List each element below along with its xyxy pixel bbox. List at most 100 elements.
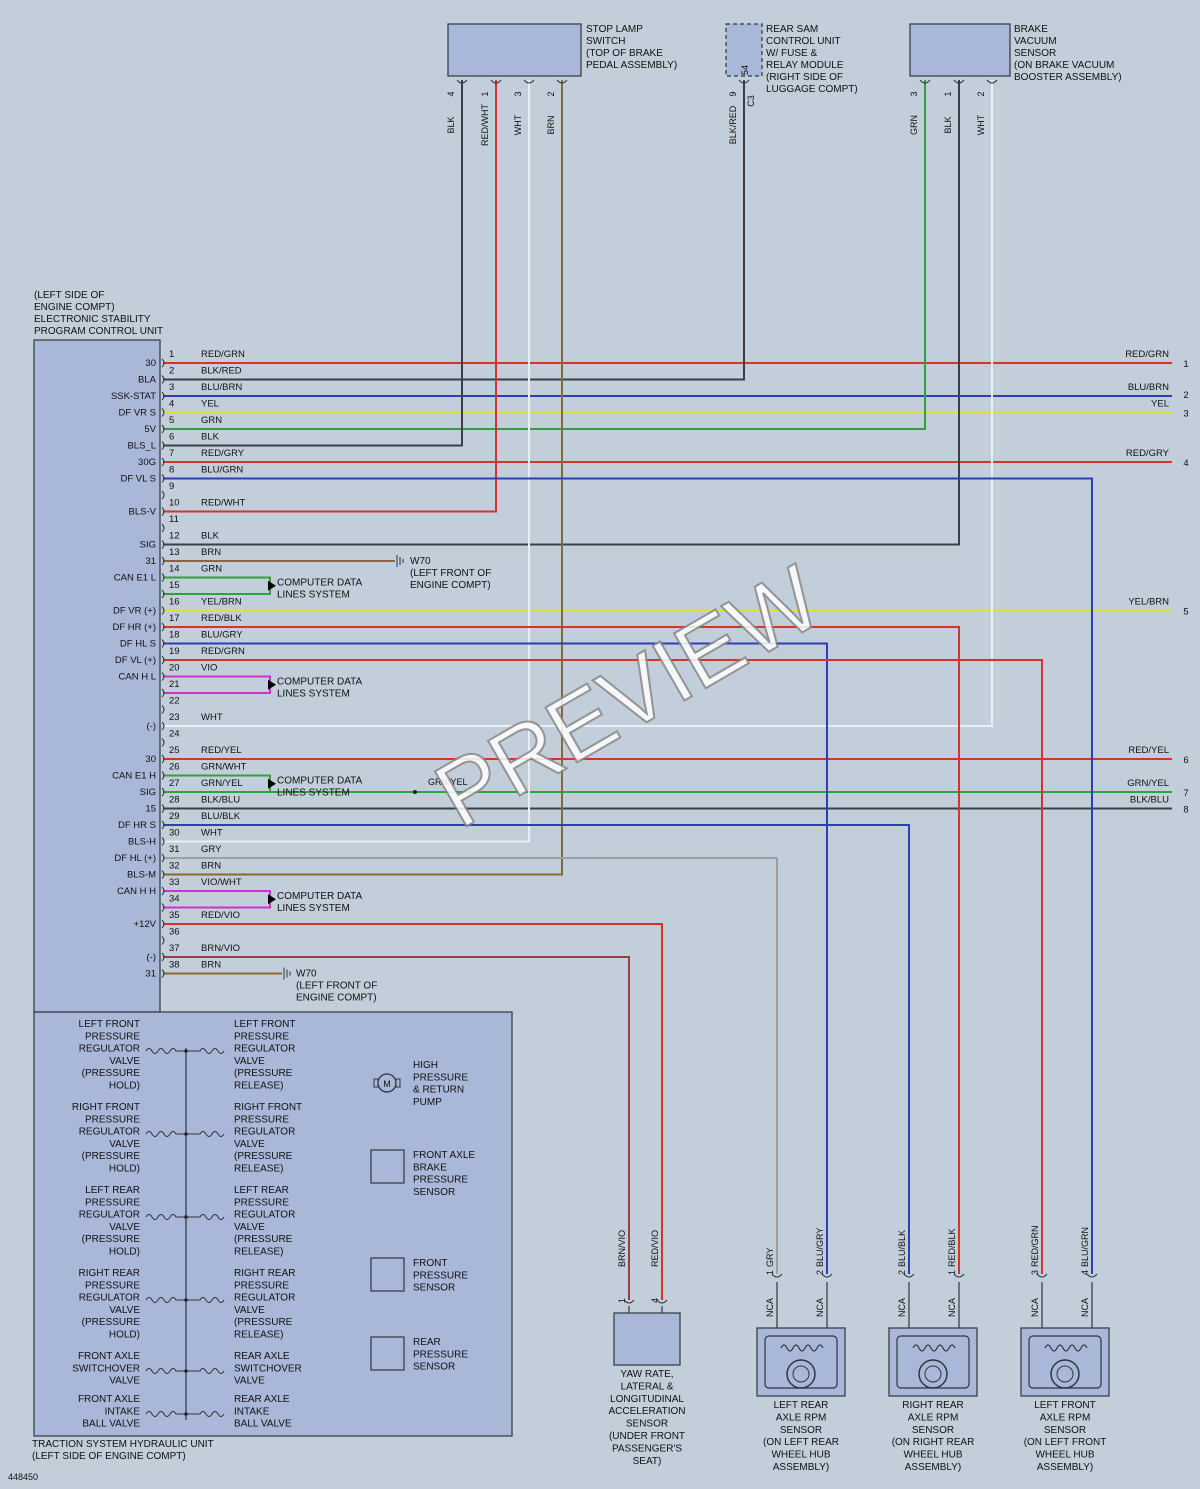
data-line-label: COMPUTER DATA xyxy=(277,677,363,688)
valve-right-label: REGULATOR xyxy=(234,1044,295,1055)
ecu-pin-function: 30G xyxy=(138,457,156,468)
connector-terminal-icon xyxy=(953,79,965,84)
stop-lamp-switch-label: SWITCH xyxy=(586,36,625,47)
right-edge-connector-number: 5 xyxy=(1183,607,1188,618)
rpm-sensor-label: WHEEL HUB xyxy=(1035,1450,1094,1461)
rear-sam-label: W/ FUSE & xyxy=(766,48,817,59)
bottom-wire-color-label: RED/VIO xyxy=(650,1230,660,1267)
ecu-pin-function: CAN E1 H xyxy=(112,771,156,782)
valve-left-label: (PRESSURE xyxy=(82,1234,141,1245)
esp-control-unit-label: PROGRAM CONTROL UNIT xyxy=(34,326,163,337)
ecu-wire-color-label: BLK/RED xyxy=(201,366,242,377)
data-line-arrow-icon xyxy=(268,894,276,905)
ecu-pin-terminal-icon xyxy=(161,919,165,929)
valve-right-label: REGULATOR xyxy=(234,1293,295,1304)
ecu-pin-terminal-icon xyxy=(161,870,165,879)
rpm-sensor-label: RIGHT REAR xyxy=(902,1400,964,1411)
valve-right-label: VALVE xyxy=(234,1376,265,1387)
valve-right-label: VALVE xyxy=(234,1305,265,1316)
valve-left-label: HOLD) xyxy=(109,1081,140,1092)
valve-left-label: VALVE xyxy=(109,1056,140,1067)
rpm-sensor-label: AXLE RPM xyxy=(776,1412,827,1423)
connector-terminal-icon xyxy=(623,1299,635,1304)
ecu-pin-terminal-icon xyxy=(161,886,165,896)
ecu-pin-number: 25 xyxy=(169,745,180,756)
ecu-pin-number: 12 xyxy=(169,531,180,542)
data-line-label: COMPUTER DATA xyxy=(277,891,363,902)
rpm-sensor-coil-icon xyxy=(780,1344,824,1352)
top-wire-pin-label: 3 xyxy=(513,91,523,96)
pressure-sensor-box xyxy=(370,1257,405,1292)
top-wire-pin-label: 2 xyxy=(976,91,986,96)
ecu-pin-terminal-icon xyxy=(161,622,165,632)
nca-label: NCA xyxy=(897,1298,907,1317)
ecu-pin-function: BLS-M xyxy=(127,870,156,881)
ecu-pin-function: 30 xyxy=(145,358,156,369)
wires-layer xyxy=(163,80,1172,1300)
ecu-pin-number: 24 xyxy=(169,729,180,740)
valve-right-label: RELEASE) xyxy=(234,1164,283,1175)
pressure-sensor-label: PRESSURE xyxy=(413,1270,468,1281)
ecu-pin-number: 7 xyxy=(169,448,174,459)
ecu-pin-terminal-icon xyxy=(161,589,165,599)
valve-coil-icon xyxy=(186,1214,225,1220)
connector-terminal-icon xyxy=(456,79,468,84)
vertical-wire xyxy=(163,80,745,381)
ecu-pin-function: DF HL (+) xyxy=(114,853,156,864)
ecu-pin-function: BLA xyxy=(138,375,157,386)
valve-coil-icon xyxy=(145,1131,186,1137)
ecu-pin-function: 5V xyxy=(144,424,156,435)
ecu-pin-number: 14 xyxy=(169,564,180,575)
pressure-sensor-label: FRONT xyxy=(413,1258,447,1269)
ecu-pin-terminal-icon xyxy=(161,375,165,384)
valve-left-label: PRESSURE xyxy=(85,1114,140,1125)
pressure-sensor-label: PRESSURE xyxy=(413,1175,468,1186)
right-edge-wire-label: BLK/BLU xyxy=(1130,795,1169,806)
valve-right-label: SWITCHOVER xyxy=(234,1363,302,1374)
ecu-pin-number: 2 xyxy=(169,366,174,377)
ecu-pin-number: 37 xyxy=(169,943,180,954)
connector-terminal-icon xyxy=(821,1273,833,1278)
ecu-pin-number: 17 xyxy=(169,613,180,624)
right-edge-wire-label: BLU/BRN xyxy=(1128,382,1169,393)
pressure-sensor-label: SENSOR xyxy=(413,1283,455,1294)
rear-sam-label: CONTROL UNIT xyxy=(766,36,841,47)
ecu-pin-number: 11 xyxy=(169,514,179,525)
ecu-pin-number: 30 xyxy=(169,828,180,839)
valve-left-label: (PRESSURE xyxy=(82,1317,141,1328)
valve-right-label: VALVE xyxy=(234,1056,265,1067)
wire-red-grn xyxy=(163,659,1043,1274)
right-edge-wire-label: RED/GRY xyxy=(1126,448,1170,459)
brake-vacuum-sensor-label: BOOSTER ASSEMBLY) xyxy=(1014,72,1122,83)
right-edge-connector-number: 4 xyxy=(1183,458,1188,469)
ecu-wire-color-label: WHT xyxy=(201,712,223,723)
bottom-wire-pin-label: 1 xyxy=(947,1270,957,1275)
ecu-pin-terminal-icon xyxy=(161,936,165,945)
ecu-pin-function: DF VL (+) xyxy=(115,655,156,666)
stop-lamp-switch-label: (TOP OF BRAKE xyxy=(586,48,663,59)
valve-coil-icon xyxy=(145,1411,186,1417)
ecu-pin-function: DF HL S xyxy=(120,639,156,650)
yaw-sensor-label: (UNDER FRONT xyxy=(609,1431,685,1442)
rpm-sensor-wheel-icon xyxy=(918,1359,948,1389)
ground-w70-label: W70 xyxy=(296,969,317,980)
nca-label: NCA xyxy=(1030,1298,1040,1317)
connector-terminal-icon xyxy=(490,79,502,84)
bottom-wire-color-label: RED/BLK xyxy=(947,1228,957,1267)
ecu-pin-terminal-icon xyxy=(161,639,165,648)
data-line-label: LINES SYSTEM xyxy=(277,903,350,914)
top-wire-color-label: RED/WHT xyxy=(480,104,490,146)
yaw-sensor-label: LATERAL & xyxy=(621,1381,674,1392)
ecu-wire-color-label: GRN/YEL xyxy=(201,778,243,789)
valve-left-label: BALL VALVE xyxy=(82,1419,140,1430)
vertical-wire xyxy=(163,80,563,876)
yaw-sensor-box xyxy=(613,1312,681,1366)
valve-left-label: HOLD) xyxy=(109,1164,140,1175)
valve-left-label: FRONT AXLE xyxy=(78,1394,140,1405)
ecu-pin-function: BLS-H xyxy=(128,837,156,848)
components-layer xyxy=(33,23,1110,1437)
rpm-sensor-label: ASSEMBLY) xyxy=(773,1462,830,1473)
valve-left-label: HOLD) xyxy=(109,1247,140,1258)
ecu-pin-terminal-icon xyxy=(161,903,165,912)
ecu-pin-number: 26 xyxy=(169,762,180,773)
